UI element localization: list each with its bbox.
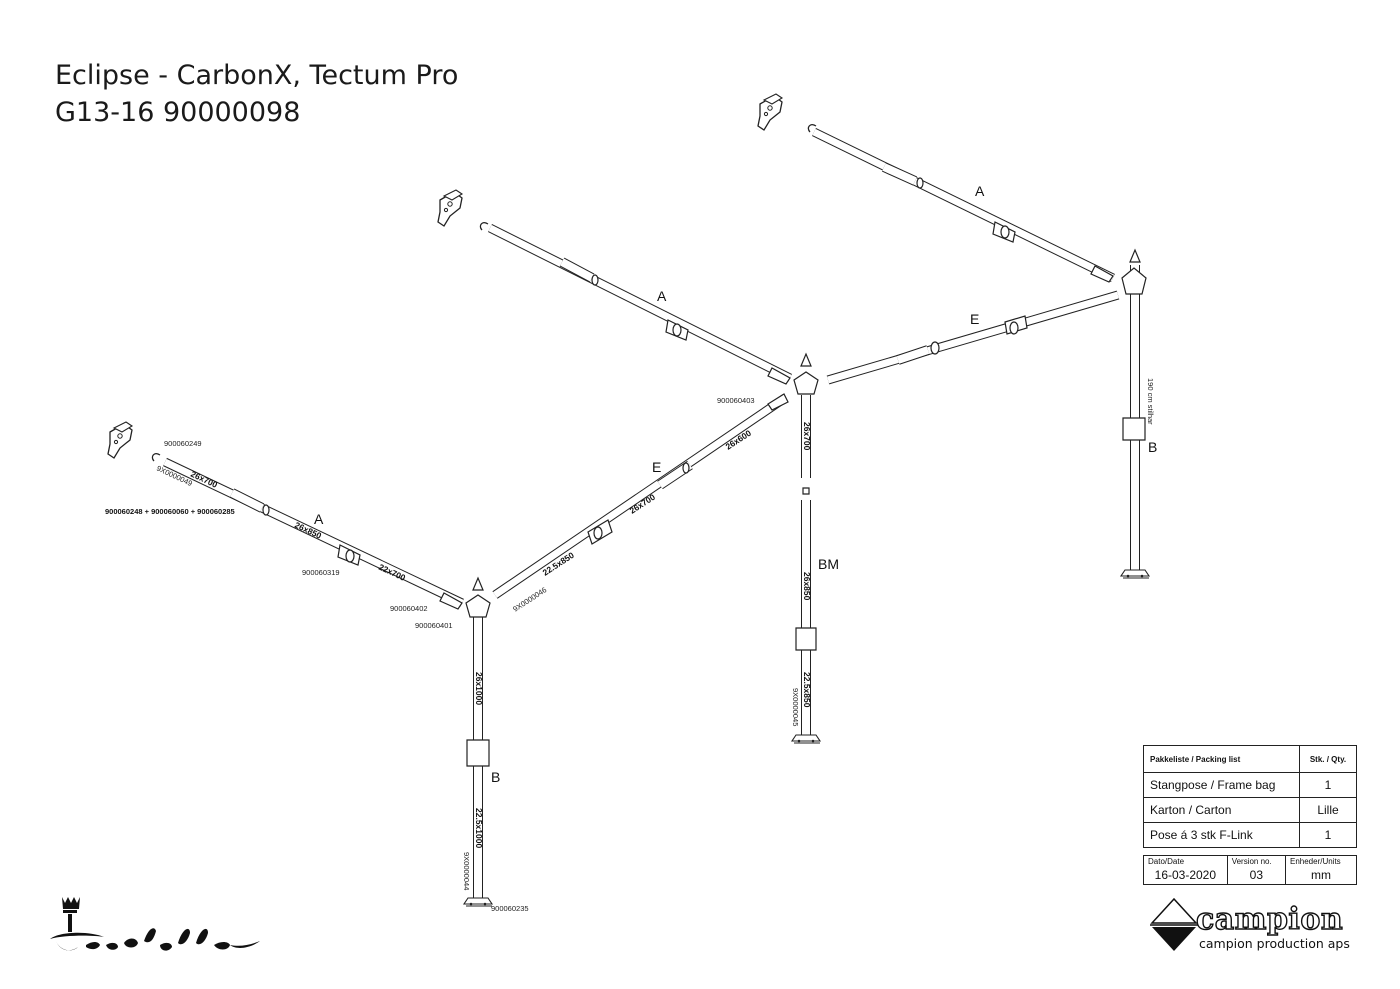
label-a-left: A	[314, 511, 324, 527]
rafter-a-top	[812, 127, 1115, 283]
campion-logo-icon	[1150, 897, 1198, 951]
units-cell: Enheder/Units mm	[1284, 855, 1358, 885]
label-e-left: E	[652, 459, 661, 475]
dimension-label: 26x850	[802, 572, 812, 601]
part-number: 9X0000044	[462, 852, 471, 890]
packing-list-table: Pakkeliste / Packing list Stk. / Qty. St…	[1143, 745, 1357, 848]
dimension-label: 22.5x850	[802, 672, 812, 708]
dimension-label: 26x1000	[474, 672, 484, 705]
brand-subtitle: campion production aps	[1199, 936, 1350, 951]
table-row: Pose á 3 stk F-Link 1	[1143, 822, 1357, 848]
packing-item: Pose á 3 stk F-Link	[1143, 822, 1300, 848]
packing-qty: 1	[1299, 822, 1357, 848]
date-value: 16-03-2020	[1154, 868, 1217, 882]
packing-header-qty: Stk. / Qty.	[1299, 745, 1357, 773]
label-e-right: E	[970, 311, 979, 327]
dimension-label: 22.5x1000	[474, 808, 484, 848]
version-cell: Version no. 03	[1226, 855, 1286, 885]
packing-item: Stangpose / Frame bag	[1143, 772, 1300, 798]
drawing-title: Eclipse - CarbonX, Tectum Pro	[55, 60, 459, 91]
rafter-a-left	[163, 457, 464, 610]
drawing-code: G13-16 90000098	[55, 97, 301, 128]
leg-b-left	[465, 576, 491, 898]
brand-name: campion	[1195, 901, 1344, 937]
part-number: 900060235	[491, 904, 529, 913]
date-cell: Dato/Date 16-03-2020	[1143, 855, 1228, 885]
part-number: 900060249	[164, 439, 202, 448]
hook-icon	[151, 453, 161, 462]
rafter-a-middle	[487, 223, 793, 385]
dimension-label: 26x700	[802, 422, 812, 451]
table-header-row: Pakkeliste / Packing list Stk. / Qty.	[1143, 745, 1357, 773]
revision-table: Dato/Date 16-03-2020 Version no. 03 Enhe…	[1143, 855, 1358, 885]
leg-bm-middle	[793, 352, 819, 735]
part-number: 900060402	[390, 604, 428, 613]
label-a-top: A	[975, 183, 985, 199]
foot-icon	[463, 897, 493, 907]
date-label: Dato/Date	[1148, 857, 1185, 866]
packing-qty: Lille	[1299, 797, 1357, 823]
units-value: mm	[1310, 868, 1331, 882]
clip-icon	[757, 93, 783, 131]
part-number: 900060401	[415, 621, 453, 630]
packing-item: Karton / Carton	[1143, 797, 1300, 823]
clip-icon	[437, 189, 463, 227]
packing-header-item: Pakkeliste / Packing list	[1143, 745, 1300, 773]
part-number: 9X0000045	[791, 688, 800, 726]
dimension-label: 26x700	[189, 469, 219, 490]
table-row: Stangpose / Frame bag 1	[1143, 772, 1357, 798]
eave-e-left	[492, 393, 789, 599]
part-number-combo: 900060248 + 900060060 + 900060285	[105, 507, 235, 516]
part-number: 900060319	[302, 568, 340, 577]
isabella-logo-icon	[50, 897, 260, 951]
version-value: 03	[1249, 868, 1264, 882]
label-b-left: B	[491, 769, 500, 785]
clip-icon	[107, 421, 133, 459]
part-number: 900060403	[717, 396, 755, 405]
foot-icon	[791, 734, 821, 744]
packing-qty: 1	[1299, 772, 1357, 798]
label-b-right: B	[1148, 439, 1157, 455]
eave-e-right	[826, 290, 1120, 385]
label-bm: BM	[818, 556, 839, 572]
label-a-middle: A	[657, 288, 667, 304]
hook-icon	[479, 222, 489, 231]
version-label: Version no.	[1231, 857, 1272, 866]
table-row: Dato/Date 16-03-2020 Version no. 03 Enhe…	[1143, 855, 1358, 885]
leg-note: 190 cm stilhar	[1146, 378, 1155, 425]
leg-b-right	[1121, 248, 1147, 570]
part-number: 9X0000046	[511, 585, 548, 613]
foot-icon	[1120, 569, 1150, 579]
table-row: Karton / Carton Lille	[1143, 797, 1357, 823]
units-label: Enheder/Units	[1289, 857, 1341, 866]
